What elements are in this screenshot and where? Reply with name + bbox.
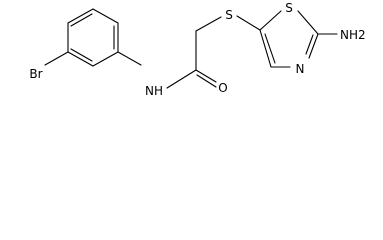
benzene-ring [67, 8, 119, 67]
bond-c5-br [44, 51, 69, 66]
bond-c2-n3 [308, 33, 319, 59]
bond-c4-c5-inner [264, 33, 276, 64]
bond-c3-n [117, 51, 142, 66]
thioether-sulfur-label: S [225, 8, 233, 22]
bromine-label: Br [29, 67, 42, 81]
bond-c4-c5 [67, 51, 94, 67]
bond-c2-n3-inner [305, 34, 314, 55]
bond-n-carbonyl [166, 69, 197, 89]
bond-c6-c1 [67, 8, 94, 24]
chemical-structure: Br NH O S S N NH2 [0, 0, 383, 107]
bond-c1-c2 [92, 8, 119, 24]
amino-group-label: NH2 [340, 28, 366, 42]
bond-s-c5ring [236, 15, 261, 31]
amide-nitrogen-label: NH [145, 84, 163, 98]
bond-c5-s1 [259, 10, 282, 31]
bond-c3-c4 [92, 51, 119, 67]
bond-c6-c1-inner [70, 13, 93, 27]
thiazole-ring [259, 10, 319, 68]
bond-c4-c5 [259, 29, 272, 68]
ring-nitrogen-label: N [296, 62, 305, 76]
bond-s1-c2 [297, 10, 319, 35]
bond-carbonyl-o-2 [196, 74, 217, 88]
carbonyl-oxygen-label: O [218, 81, 227, 95]
bond-ch2-s [195, 16, 222, 32]
bond-carbonyl-o-1 [195, 69, 217, 83]
bond-c4-c5-inner [70, 48, 93, 62]
structure-drawing: Br NH O S S N NH2 [29, 1, 366, 98]
ring-sulfur-label: S [285, 1, 293, 15]
